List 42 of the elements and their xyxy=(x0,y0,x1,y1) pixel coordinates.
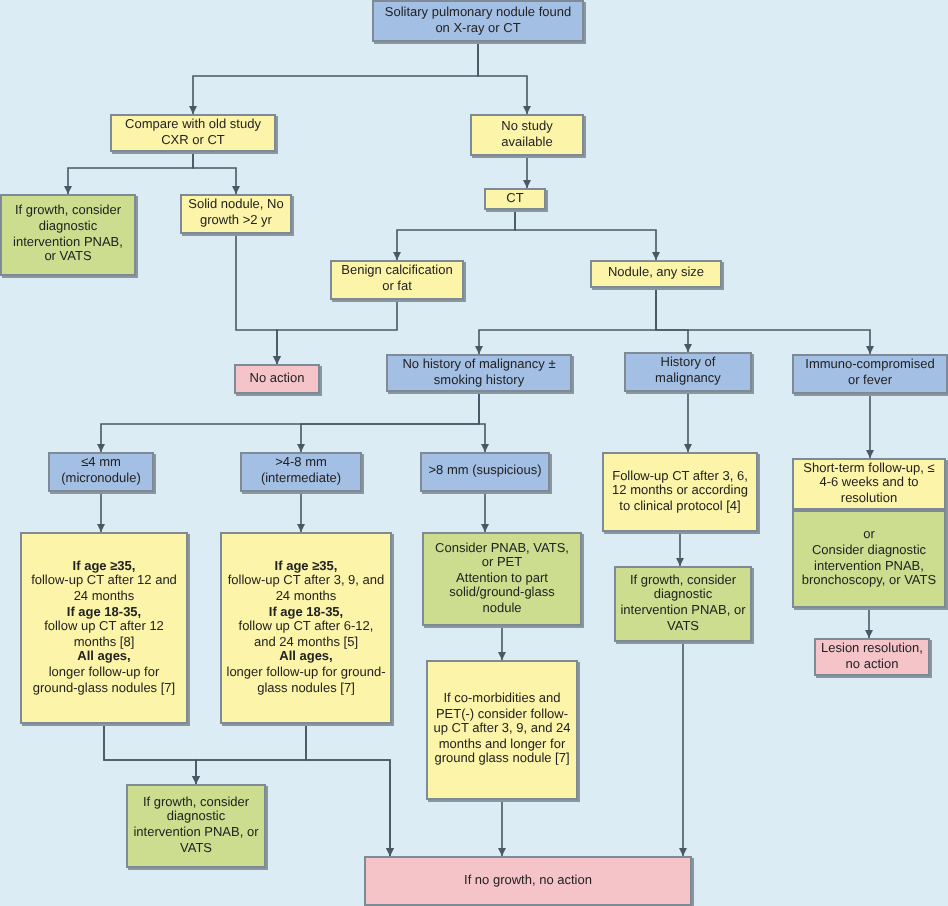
arrow xyxy=(523,155,531,189)
arrow xyxy=(865,607,873,639)
step-box xyxy=(602,452,758,532)
finding-box xyxy=(420,452,550,492)
arrow xyxy=(97,491,105,533)
finding-box xyxy=(624,352,752,392)
outcome-box xyxy=(364,856,692,906)
step-box xyxy=(426,660,578,800)
arrow xyxy=(477,41,531,115)
step-box xyxy=(20,532,188,724)
arrow xyxy=(655,287,874,355)
finding-box xyxy=(792,354,948,394)
arrow xyxy=(514,209,660,261)
arrow xyxy=(481,491,489,533)
intervention-box xyxy=(0,194,136,276)
step-box xyxy=(110,114,276,152)
arrow xyxy=(297,491,305,533)
step-box xyxy=(470,114,584,156)
arrow xyxy=(684,391,692,453)
arrow xyxy=(866,393,874,459)
arrow xyxy=(192,151,240,195)
arrow xyxy=(305,723,394,857)
step-box xyxy=(220,532,392,724)
arrow xyxy=(679,641,687,857)
finding-box xyxy=(240,452,362,492)
arrow xyxy=(676,531,684,567)
step-box xyxy=(330,260,464,300)
finding-box xyxy=(372,0,584,42)
outcome-box xyxy=(234,364,320,394)
intervention-box xyxy=(126,784,266,868)
arrow xyxy=(498,625,506,661)
arrow xyxy=(273,299,398,365)
step-box xyxy=(484,188,546,210)
intervention-box xyxy=(792,510,946,608)
step-box xyxy=(590,260,722,288)
arrow xyxy=(498,799,506,857)
finding-box xyxy=(386,354,572,392)
outcome-box xyxy=(814,638,930,676)
arrow xyxy=(478,391,489,453)
finding-box xyxy=(48,452,154,492)
step-box xyxy=(792,458,946,510)
intervention-box xyxy=(422,532,582,626)
